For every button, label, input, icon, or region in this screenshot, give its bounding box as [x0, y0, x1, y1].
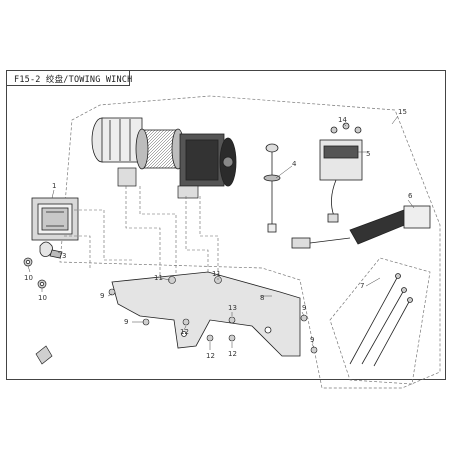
fairlead	[31, 197, 79, 241]
winch-feet	[117, 167, 199, 199]
leader-lines	[27, 115, 415, 350]
title-box	[6, 70, 130, 86]
contactor-box	[319, 122, 363, 223]
callout-11-left: 11	[154, 274, 163, 282]
callout-3: 3	[62, 252, 66, 260]
assembly-outline	[59, 95, 441, 389]
winch-motor	[91, 117, 143, 163]
callout-6: 6	[408, 192, 413, 200]
callout-10-lower: 10	[38, 294, 47, 302]
callout-9-left: 9	[100, 292, 104, 300]
remote-cable	[291, 205, 431, 249]
fasteners	[108, 276, 318, 354]
callout-9-lower-right: 9	[310, 336, 314, 344]
callout-13: 13	[228, 304, 237, 312]
callout-10-upper: 10	[24, 274, 33, 282]
small-bracket	[35, 345, 53, 365]
callout-9-right: 9	[302, 304, 306, 312]
bolt-10-lower	[37, 279, 47, 289]
callout-12-middle: 12	[206, 352, 215, 360]
winch-gearbox	[179, 133, 237, 187]
hook-bracket	[39, 241, 63, 259]
mounting-guidelines	[64, 186, 219, 300]
callout-7: 7	[360, 282, 364, 290]
diagram-frame	[6, 70, 446, 380]
callout-15: 15	[398, 108, 407, 116]
callout-12-left: 12	[180, 328, 189, 336]
callout-12-right: 12	[228, 350, 237, 358]
mounting-plate	[111, 271, 301, 357]
callout-1: 1	[52, 182, 56, 190]
callout-labels: 1 3 10 10 4 5 6 7 8 9 9 9 9 11 11 12 12 …	[24, 108, 413, 360]
callout-8: 8	[260, 294, 264, 302]
bolt-10-upper	[23, 257, 33, 267]
callout-11-right: 11	[212, 270, 221, 278]
callout-4: 4	[292, 160, 297, 168]
callout-5: 5	[366, 150, 370, 158]
diagram-title: F15-2 绞盘/TOWING WINCH	[14, 75, 133, 85]
switch-cable	[263, 143, 281, 233]
winch-drum	[135, 128, 185, 170]
callout-14: 14	[338, 116, 347, 124]
cable-kit-inset	[329, 257, 431, 385]
callout-9-lower-left: 9	[124, 318, 128, 326]
